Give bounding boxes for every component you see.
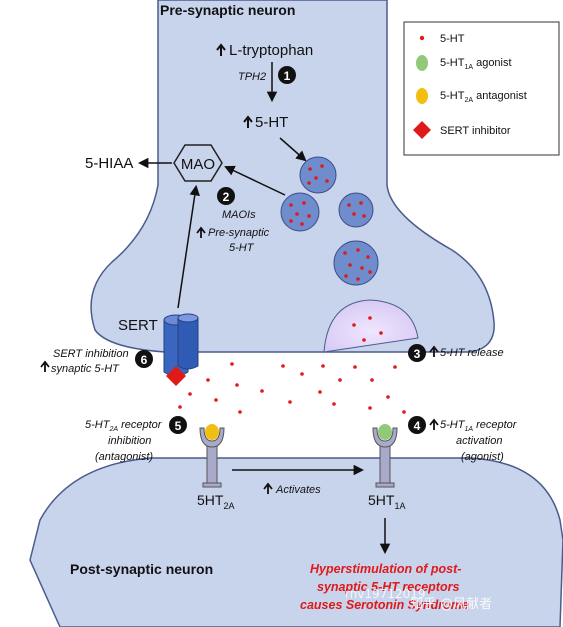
step-2-badge (217, 187, 235, 205)
step-5-label: 5 (175, 419, 182, 433)
vesicle-3 (338, 192, 374, 228)
r1a-line1: 5-HT1A receptor (429, 418, 518, 433)
step-3-label: 3 (414, 347, 421, 361)
mao-label: MAO (181, 156, 215, 173)
r2a-line3: (antagonist) (95, 451, 153, 463)
svg-text:5-HT release: 5-HT release (440, 347, 504, 359)
legend-5ht-dot (419, 35, 425, 41)
legend-sert-inhibitor-icon (413, 121, 431, 139)
antagonist-molecule (205, 424, 219, 440)
activates-label: Activates (263, 482, 321, 496)
svg-text:5-HT1A receptor: 5-HT1A receptor (440, 419, 518, 433)
svg-text:Activates: Activates (275, 484, 321, 496)
presynaptic-title: Pre-synaptic neuron (160, 2, 295, 18)
vesicle-4 (333, 240, 379, 286)
sert-inhibition-line1: SERT inhibition (53, 348, 129, 360)
r2a-line1: 5-HT2A receptor (85, 419, 163, 433)
hiaa-label: 5-HIAA (85, 155, 133, 172)
step-4-label: 4 (414, 419, 421, 433)
step-6-badge (135, 350, 153, 368)
step-1-badge (278, 66, 296, 84)
hyper-line2: synaptic 5-HT receptors (317, 580, 459, 594)
r2a-line2: inhibition (108, 435, 151, 447)
sert-to-mao-arrow (177, 184, 200, 309)
sert-transporter (163, 313, 199, 377)
r1a-line2: activation (456, 435, 502, 447)
release-vesicle (323, 299, 419, 353)
presynaptic-5ht-label: Pre-synaptic 5-HT (196, 226, 270, 254)
sert-inhibitor-diamond (166, 366, 186, 386)
synaptic-5ht-dots (178, 362, 406, 414)
sert-label: SERT (118, 317, 158, 334)
fiveht-label: 5-HT (243, 114, 288, 131)
sert-inhibition-line2: synaptic 5-HT (40, 360, 120, 375)
svg-text:Pre-synaptic: Pre-synaptic (208, 227, 270, 239)
rec1a-label: 5HT1A (368, 492, 405, 511)
legend-agonist-label: 5-HT1A agonist (440, 57, 512, 71)
receptor-5ht1a (372, 427, 398, 488)
legend-antagonist-icon (416, 88, 428, 104)
svg-text:5-HT: 5-HT (229, 242, 255, 254)
hyper-line1: Hyperstimulation of post- (310, 562, 461, 576)
mao-hexagon (173, 144, 223, 182)
hyper-line3: causes Serotonin Syndrome (300, 598, 469, 612)
legend-5ht-label: 5-HT (440, 33, 465, 45)
vesicle-to-mao-arrow (224, 165, 286, 196)
step-4-badge (408, 416, 426, 434)
r1a-line3: (agonist) (461, 451, 504, 463)
postsynaptic-title: Post-synaptic neuron (70, 561, 213, 577)
presynaptic-neuron (90, 0, 495, 353)
ltryptophan-label: L-tryptophan (216, 42, 313, 59)
legend: 5-HT 5-HT1A agonist 5-HT2A antagonist SE… (403, 21, 560, 156)
step-1-label: 1 (284, 69, 291, 83)
step-3-badge (408, 344, 426, 362)
tph2-label: TPH2 (238, 71, 266, 83)
maois-label: MAOIs (222, 209, 256, 221)
receptor-5ht2a (199, 427, 225, 488)
step-6-label: 6 (141, 353, 148, 367)
vesicle-2 (280, 192, 320, 232)
legend-sert-inhibitor-label: SERT inhibitor (440, 125, 511, 137)
vesicle-1 (299, 156, 337, 194)
svg-text:synaptic 5-HT: synaptic 5-HT (51, 363, 120, 375)
step-5-badge (169, 416, 187, 434)
agonist-molecule (378, 424, 392, 440)
fiveht-to-vesicle-arrow (279, 137, 307, 162)
legend-agonist-icon (416, 55, 428, 71)
watermark: 知乎 @风献者 (410, 596, 492, 612)
rec2a-label: 5HT2A (197, 492, 234, 511)
step-2-label: 2 (223, 190, 230, 204)
svg-text:L-tryptophan: L-tryptophan (229, 42, 313, 59)
legend-antagonist-label: 5-HT2A antagonist (440, 90, 527, 104)
watermark-id: rnv19712019 (345, 587, 426, 601)
svg-text:5-HT: 5-HT (255, 114, 288, 131)
release-label: 5-HT release (429, 345, 504, 359)
postsynaptic-neuron (29, 457, 563, 627)
